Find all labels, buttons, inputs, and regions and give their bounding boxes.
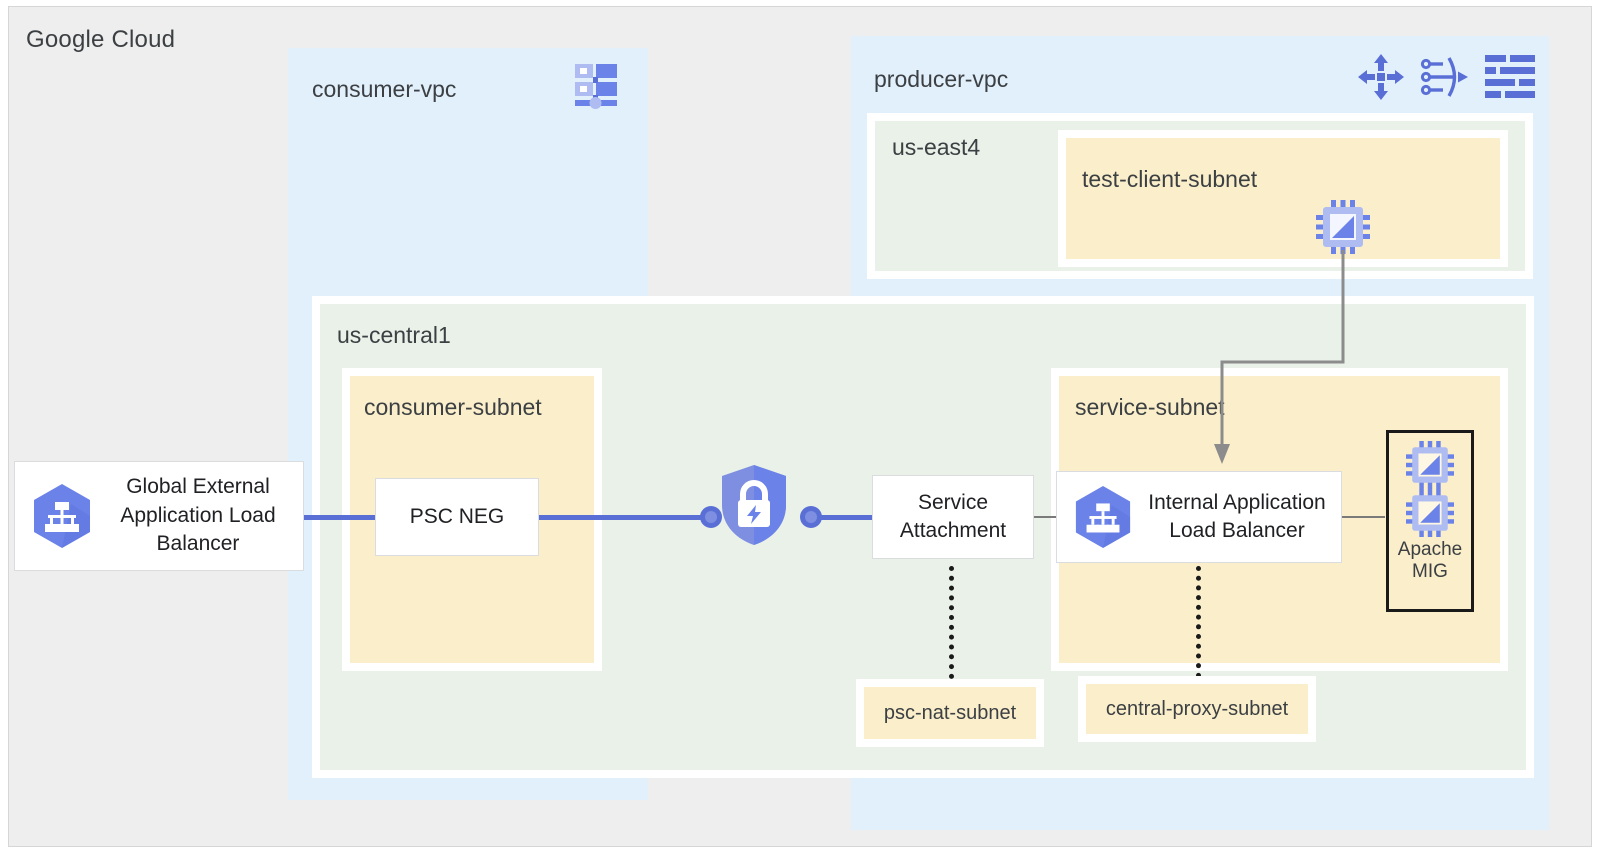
- node-global-external-application-load-balancer[interactable]: Global External Application Load Balance…: [14, 461, 304, 571]
- node-service-attachment[interactable]: Service Attachment: [872, 475, 1034, 559]
- psc-endpoint-dot-left-inner: [705, 511, 717, 523]
- subnet-test-client: [1058, 130, 1508, 267]
- cloud-load-balancer-icon: [31, 482, 93, 550]
- vm-instance-icon: [1406, 489, 1454, 537]
- us-central1-title: us-central1: [337, 322, 451, 348]
- central-proxy-subnet-label: central-proxy-subnet: [1105, 697, 1289, 720]
- apache-mig-label: Apache MIG: [1397, 539, 1463, 582]
- internal-lb-label: Internal Application Load Balancer: [1148, 490, 1326, 542]
- cloud-load-balancer-icon: [1073, 484, 1133, 550]
- vm-instance-icon: [1316, 200, 1370, 254]
- node-internal-application-load-balancer[interactable]: Internal Application Load Balancer: [1056, 471, 1342, 563]
- platform-label: Google Cloud: [26, 26, 176, 53]
- service-attachment-label: Service Attachment: [899, 490, 1007, 542]
- node-psc-neg[interactable]: PSC NEG: [375, 478, 539, 556]
- psc-endpoint-dot-right-inner: [805, 511, 817, 523]
- connector-sa-to-psc-nat-subnet: [949, 566, 954, 679]
- psc-nat-subnet-label: psc-nat-subnet: [883, 701, 1017, 724]
- connector-psc-to-service-attachment: [802, 515, 872, 520]
- vpc-network-icon: [574, 60, 618, 109]
- consumer-subnet-title: consumer-subnet: [364, 394, 542, 420]
- test-client-subnet-title: test-client-subnet: [1082, 166, 1258, 192]
- us-east4-title: us-east4: [892, 134, 981, 160]
- node-apache-mig[interactable]: Apache MIG: [1386, 430, 1474, 612]
- psc-shield-lock-icon: [718, 463, 790, 547]
- psc-neg-label: PSC NEG: [409, 504, 505, 528]
- subnet-central-proxy: central-proxy-subnet: [1078, 676, 1316, 742]
- routes-icon: [1357, 53, 1405, 101]
- vm-instance-icon: [1406, 441, 1454, 489]
- consumer-vpc-title: consumer-vpc: [312, 76, 457, 102]
- service-subnet-title: service-subnet: [1075, 394, 1225, 420]
- connector-internal-lb-to-mig: [1341, 516, 1385, 518]
- connector-internal-lb-to-central-proxy-subnet: [1196, 566, 1201, 678]
- connector-test-client-to-internal-lb: [1214, 250, 1345, 464]
- firewall-rules-icon: [1485, 55, 1535, 99]
- producer-vpc-title: producer-vpc: [874, 66, 1009, 92]
- global-lb-label: Global External Application Load Balance…: [120, 475, 276, 556]
- connector-sa-to-internal-lb: [1034, 516, 1056, 518]
- load-balancing-icon: [1419, 53, 1469, 101]
- connector-glb-to-pscneg: [300, 515, 380, 520]
- connector-pscneg-to-psc: [538, 515, 718, 520]
- subnet-psc-nat: psc-nat-subnet: [856, 679, 1044, 747]
